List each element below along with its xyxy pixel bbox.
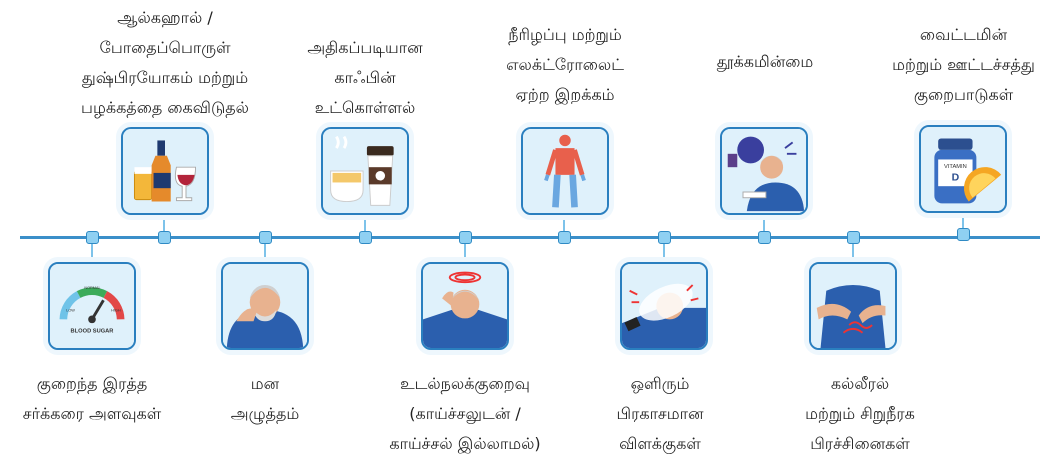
abdomen-pain-icon [811, 264, 895, 348]
label-vitamin-deficiency: வைட்டமின் மற்றும் ஊட்டச்சத்து குறைபாடுகள… [892, 25, 1035, 104]
caffeine-card [321, 127, 409, 215]
illness-card [421, 262, 509, 350]
label-alcohol: ஆல்கஹால் / போதைப்பொருள் துஷ்பிரயோகம் மற்… [81, 8, 249, 117]
insomnia-card [720, 127, 808, 215]
connector [763, 215, 765, 231]
dizzy-man-icon [423, 264, 507, 348]
label-caffeine: அதிகப்படியான காஃபின் உட்கொள்ளல் [307, 38, 423, 117]
gauge-normal-label: NORMAL [84, 286, 100, 290]
timeline-dot [758, 231, 771, 244]
depressed-man-icon [223, 264, 307, 348]
alcohol-drinks-icon [123, 129, 207, 213]
connector [464, 244, 466, 262]
timeline-dot [957, 228, 970, 241]
timeline-dot [459, 231, 472, 244]
gauge-high-label: HIGH [111, 309, 121, 313]
timeline-dot [847, 231, 860, 244]
timeline-dot [558, 231, 571, 244]
connector [163, 215, 165, 231]
connector [264, 244, 266, 262]
timeline-dot [658, 231, 671, 244]
bright-light-icon [622, 264, 706, 348]
depression-card [221, 262, 309, 350]
dehydration-card [521, 127, 609, 215]
vitamin-bottle-icon: VITAMIN D [921, 127, 1005, 211]
connector [563, 215, 565, 231]
label-bright-lights: ஒளிரும் பிரகாசமான விளக்குகள் [616, 374, 704, 453]
label-dehydration: நீரிழப்பு மற்றும் எலக்ட்ரோலைட் ஏற்ற இறக்… [506, 25, 624, 104]
sleepless-man-icon [722, 129, 806, 213]
alcohol-card [121, 127, 209, 215]
body-figure-icon [523, 129, 607, 213]
liver-kidney-card [809, 262, 897, 350]
label-low-blood-sugar: குறைந்த இரத்த சர்க்கரை அளவுகள் [22, 374, 162, 423]
vitamin-card: VITAMIN D [919, 125, 1007, 213]
vitamin-label: VITAMIN [944, 164, 967, 170]
blood-sugar-card: LOW NORMAL HIGH BLOOD SUGAR [48, 262, 136, 350]
label-insomnia: தூக்கமின்மை [716, 52, 814, 71]
timeline-dot [158, 231, 171, 244]
vitamin-letter: D [952, 171, 960, 183]
timeline-dot [359, 231, 372, 244]
timeline-line [20, 236, 1040, 239]
label-illness: உடல்நலக்குறைவு (காய்ச்சலுடன் / காய்ச்சல்… [389, 374, 541, 453]
blood-sugar-gauge-icon: LOW NORMAL HIGH BLOOD SUGAR [50, 264, 134, 348]
label-depression: மன அழுத்தம் [230, 374, 300, 423]
timeline-dot [86, 231, 99, 244]
connector [91, 244, 93, 262]
gauge-low-label: LOW [66, 309, 75, 313]
gauge-title: BLOOD SUGAR [71, 329, 115, 335]
bright-lights-card [620, 262, 708, 350]
connector [962, 212, 964, 228]
label-liver-kidney: கல்லீரல் மற்றும் சிறுநீரக பிரச்சினைகள் [805, 374, 915, 453]
coffee-cups-icon [323, 129, 407, 213]
connector [364, 215, 366, 231]
timeline-dot [259, 231, 272, 244]
connector [663, 244, 665, 262]
connector [852, 244, 854, 262]
